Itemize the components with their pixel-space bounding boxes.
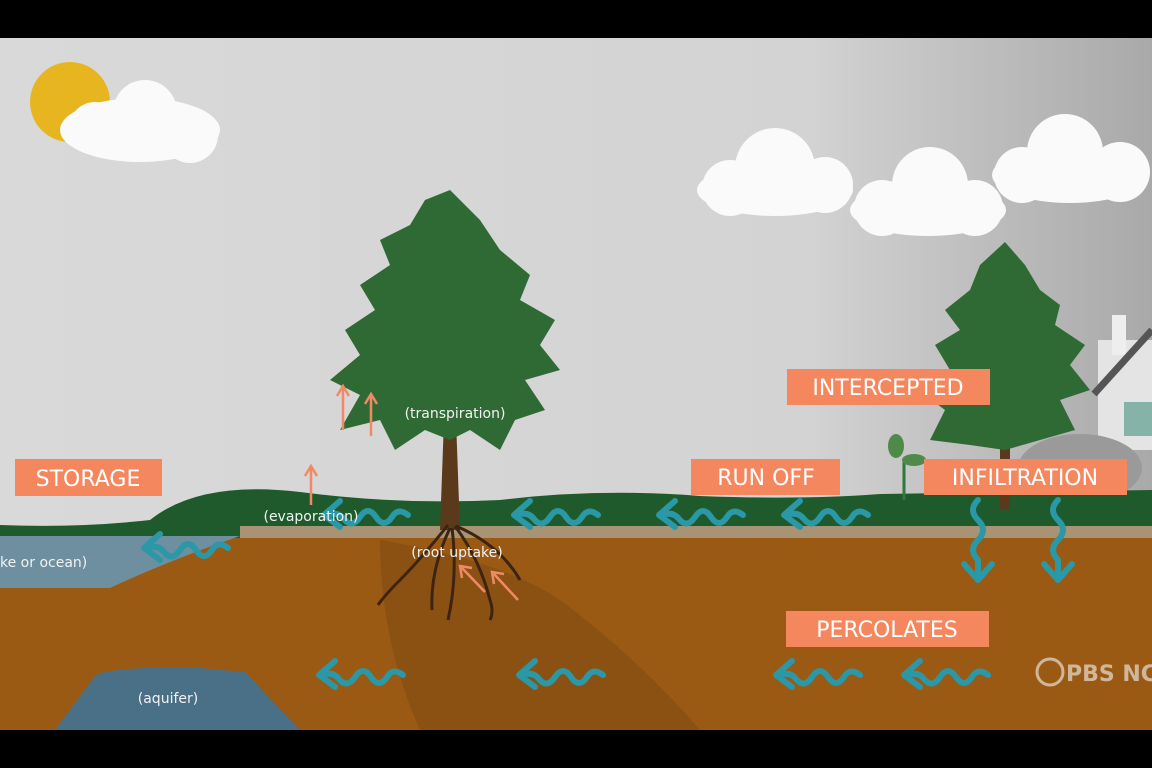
transpiration-arrow-icon — [363, 391, 379, 436]
house — [1091, 315, 1152, 450]
letterbox-bottom — [0, 730, 1152, 768]
annotation-transpiration: (transpiration) — [405, 406, 506, 422]
letterbox-top — [0, 0, 1152, 38]
watermark-text: PBS NC — [1066, 662, 1152, 687]
annotation-evaporation: (evaporation) — [263, 509, 358, 525]
evaporation-arrow-icon — [303, 463, 319, 505]
pbs-nc-logo: PBS NC — [1035, 657, 1152, 687]
transpiration-arrow-icon — [335, 383, 351, 430]
pine-tree — [330, 190, 560, 621]
label-storage: STORAGE — [15, 459, 162, 496]
label-run-off-text: RUN OFF — [717, 466, 814, 491]
seedling — [888, 434, 926, 500]
label-infiltration: INFILTRATION — [924, 459, 1127, 495]
root-uptake-arrow-icon — [458, 564, 486, 593]
topsoil — [240, 526, 1152, 538]
label-infiltration-text: INFILTRATION — [952, 466, 1098, 491]
annotation-root-uptake: (root uptake) — [411, 545, 503, 561]
label-percolates: PERCOLATES — [786, 611, 989, 647]
cloud — [697, 128, 853, 216]
annotation-aquifer: (aquifer) — [138, 691, 198, 707]
aquifer — [55, 667, 300, 730]
label-intercepted: INTERCEPTED — [787, 369, 990, 405]
label-storage-text: STORAGE — [36, 467, 141, 492]
annotation-lake: ke or ocean) — [0, 555, 87, 571]
root-uptake-arrow-icon — [490, 570, 519, 601]
cloud — [60, 80, 220, 163]
cloud — [992, 114, 1150, 203]
cloud — [850, 147, 1006, 236]
label-percolates-text: PERCOLATES — [816, 618, 957, 643]
label-intercepted-text: INTERCEPTED — [812, 376, 963, 401]
label-run-off: RUN OFF — [691, 459, 840, 495]
